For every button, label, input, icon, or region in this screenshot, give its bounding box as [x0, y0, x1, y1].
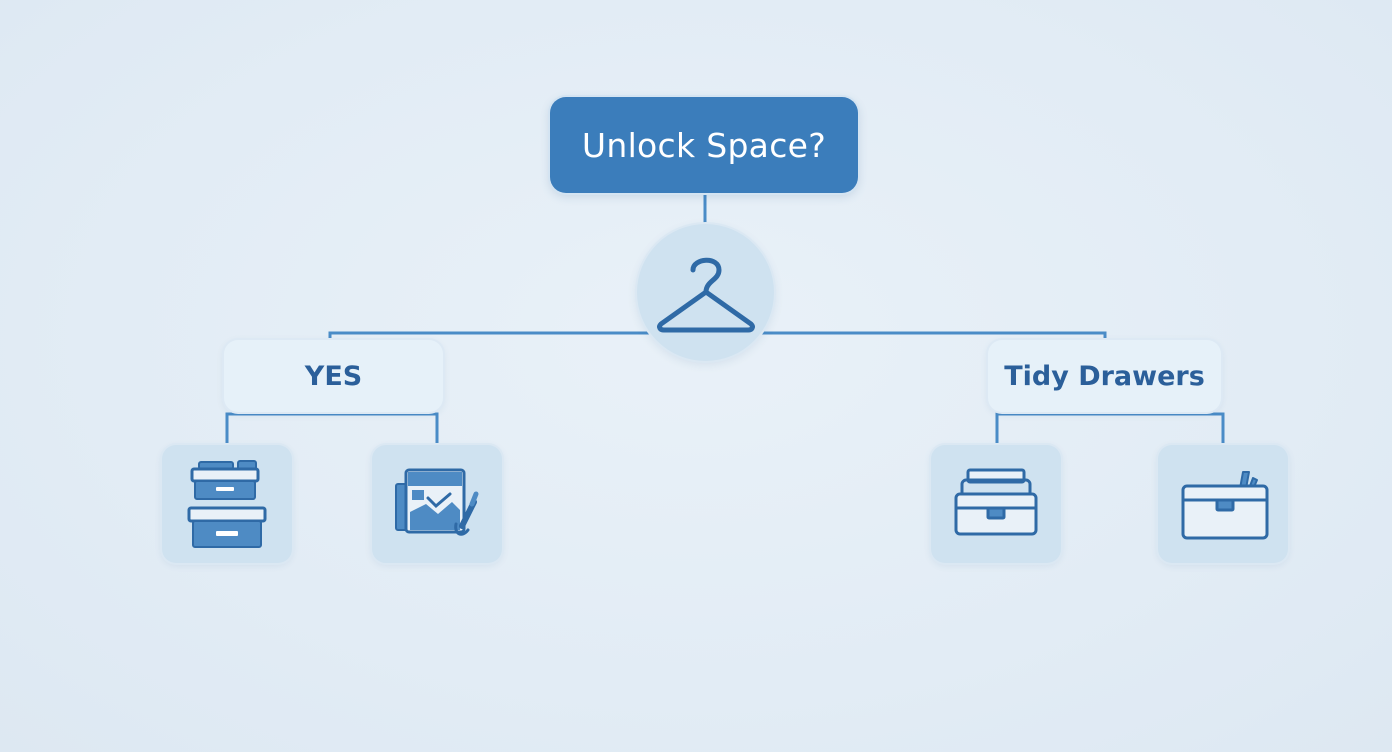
branch-yes-node: YES: [224, 340, 443, 412]
connector-tidy-children: [995, 412, 1225, 446]
connector-hub-right: [758, 331, 1107, 343]
open-drawer-icon: [954, 468, 1038, 536]
option-tile-photo-art: [372, 445, 502, 563]
option-tile-storage-boxes: [162, 445, 292, 563]
connector-yes-children: [225, 412, 439, 446]
root-question-node: Unlock Space?: [550, 97, 858, 193]
option-tile-open-drawer: [931, 445, 1061, 563]
branch-tidy-drawers-node: Tidy Drawers: [988, 340, 1221, 412]
root-question-label: Unlock Space?: [581, 125, 827, 165]
option-tile-drawer-organizer: [1158, 445, 1288, 563]
photo-frame-paintbrush-icon: [395, 468, 479, 536]
hanger-icon: [656, 257, 755, 332]
stacked-storage-boxes-icon: [187, 460, 267, 548]
connector-hub-left: [328, 331, 652, 343]
drawer-organizer-icon: [1181, 471, 1269, 540]
hub-node: [637, 224, 774, 361]
branch-tidy-drawers-label: Tidy Drawers: [1004, 360, 1205, 392]
branch-yes-label: YES: [304, 360, 363, 392]
